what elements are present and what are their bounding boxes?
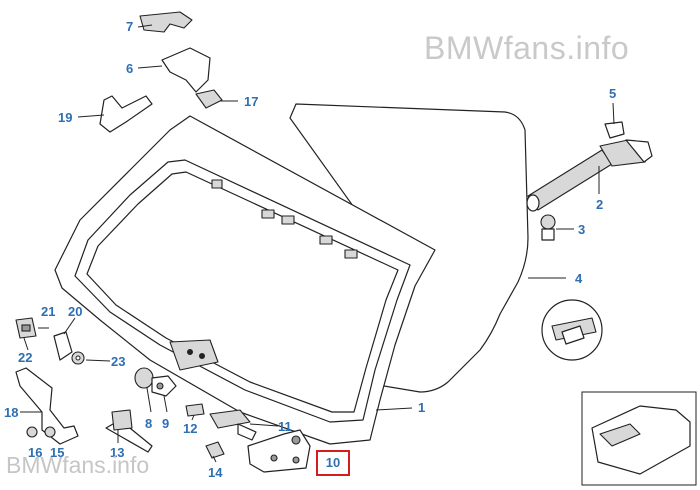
label-part-3: 3: [578, 222, 585, 237]
label-part-12: 12: [183, 421, 197, 436]
label-part-1: 1: [418, 400, 425, 415]
label-part-7: 7: [126, 19, 133, 34]
label-part-14: 14: [208, 465, 223, 480]
actuator-11: [209, 409, 257, 441]
label-part-10[interactable]: 10: [325, 455, 341, 470]
bolt-12: [185, 403, 205, 417]
clip-17: [195, 89, 223, 109]
strut-clip: [604, 121, 625, 139]
part-number-labels: 7 6 19 17 5 2 3 4 1 11 8 9 12 14 13 16 1…: [4, 19, 616, 480]
bolts-15-16: [26, 426, 56, 438]
label-part-4: 4: [575, 271, 583, 286]
label-part-13: 13: [110, 445, 124, 460]
ball-stud: [540, 214, 556, 241]
car-inset: [581, 391, 697, 486]
gas-strut: [526, 139, 653, 212]
leader-lines: [20, 24, 615, 463]
label-part-20: 20: [68, 304, 82, 319]
label-part-9: 9: [162, 416, 169, 431]
label-part-18: 18: [4, 405, 18, 420]
label-part-22: 22: [18, 350, 32, 365]
label-part-8: 8: [145, 416, 152, 431]
tailgate-frame: [54, 115, 436, 445]
rod-13: [105, 409, 153, 453]
highlight-box-part-10: [316, 450, 350, 476]
hinge-19: [99, 95, 153, 133]
label-part-16: 16: [28, 445, 42, 460]
clip-detail-circle: [541, 299, 603, 361]
part-14: [205, 441, 225, 459]
label-part-5: 5: [609, 86, 616, 101]
bracket-6: [161, 47, 211, 93]
watermark-bottom: BMWfans.info: [6, 452, 150, 478]
tailgate-lock-10: [247, 429, 311, 473]
small-hardware: [15, 317, 85, 365]
bracket-18: [15, 367, 79, 445]
label-part-17: 17: [244, 94, 258, 109]
label-part-23: 23: [111, 354, 125, 369]
label-part-21: 21: [41, 304, 55, 319]
label-part-19: 19: [58, 110, 72, 125]
watermark-top: BMWfans.info: [424, 30, 630, 66]
label-part-11: 11: [278, 419, 292, 434]
lock-cylinder: [134, 367, 177, 397]
bracket-7: [139, 11, 193, 33]
label-part-15: 15: [50, 445, 64, 460]
label-part-2: 2: [596, 197, 603, 212]
label-part-6: 6: [126, 61, 133, 76]
